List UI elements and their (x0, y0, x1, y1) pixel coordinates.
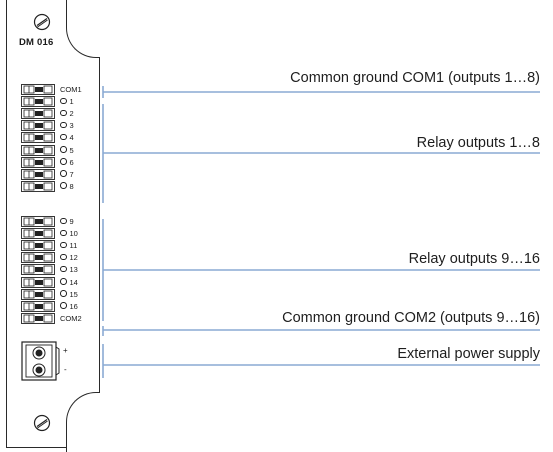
group-b-terminal-row: 16 (14, 300, 100, 312)
terminal-screw-icon (21, 312, 55, 324)
group-b-terminal-row: 12 (14, 252, 100, 264)
terminal-screw-icon (21, 228, 55, 240)
group-a-terminal-row: 4 (14, 132, 100, 144)
callout-com1: Common ground COM1 (outputs 1…8) (290, 70, 540, 86)
terminal-screw-icon (21, 108, 55, 120)
callout-relay-outputs-1-8: Relay outputs 1…8 (416, 135, 540, 151)
power-connector (21, 341, 60, 381)
group-b-terminal-row: COM2 (14, 312, 100, 324)
pin-label-15: 15 (60, 289, 78, 300)
terminal-screw-icon (21, 180, 55, 192)
group-a-terminal-row: 3 (14, 120, 100, 132)
pin-label-16: 16 (60, 301, 78, 312)
group-a-terminal-row: 8 (14, 180, 100, 192)
group-a-terminal-row: 6 (14, 156, 100, 168)
pin-label-com2: COM2 (60, 313, 82, 323)
group-b-terminal-row: 9 (14, 216, 100, 227)
bottom-screw-icon (33, 414, 51, 432)
terminal-screw-icon (21, 264, 55, 276)
callout-relay-outputs-9-16: Relay outputs 9…16 (408, 251, 540, 267)
pin-label-7: 7 (60, 169, 74, 180)
pin-label-9: 9 (60, 216, 74, 227)
pin-label-3: 3 (60, 120, 74, 131)
terminal-screw-icon (21, 252, 55, 264)
terminal-screw-icon (21, 144, 55, 156)
pin-label-10: 10 (60, 228, 78, 239)
callout-lines (102, 86, 540, 378)
group-a-terminal-row: 2 (14, 108, 100, 120)
terminal-screw-icon (21, 84, 55, 95)
pin-label-14: 14 (60, 277, 78, 288)
pin-label-com1: COM1 (60, 85, 82, 94)
group-b-terminal-row: 10 (14, 228, 100, 240)
terminal-screw-icon (21, 156, 55, 168)
terminal-screw-icon (21, 120, 55, 132)
pin-label-1: 1 (60, 96, 74, 107)
group-a-terminal-row: COM1 (14, 84, 100, 95)
group-a-terminal-row: 1 (14, 96, 100, 108)
pin-label-6: 6 (60, 157, 74, 168)
power-plus-label: + (63, 346, 68, 355)
terminal-screw-icon (21, 300, 55, 312)
group-b-terminal-row: 13 (14, 264, 100, 276)
terminal-screw-icon (21, 288, 55, 300)
pin-label-12: 12 (60, 252, 78, 263)
group-b-terminal-row: 11 (14, 240, 100, 252)
power-minus-label: - (64, 365, 67, 374)
terminal-screw-icon (21, 216, 55, 227)
group-b-terminal-row: 15 (14, 288, 100, 300)
group-a-terminal-row: 5 (14, 144, 100, 156)
group-a-terminal-row: 7 (14, 168, 100, 180)
module-name: DM 016 (19, 37, 54, 48)
terminal-screw-icon (21, 132, 55, 144)
pin-label-4: 4 (60, 132, 74, 143)
pin-label-5: 5 (60, 145, 74, 156)
terminal-screw-icon (21, 96, 55, 108)
top-screw-icon (33, 13, 51, 31)
pin-label-8: 8 (60, 181, 74, 192)
pin-label-2: 2 (60, 108, 74, 119)
pin-label-11: 11 (60, 240, 78, 251)
group-b-terminal-row: 14 (14, 276, 100, 288)
callout-external-power: External power supply (397, 346, 540, 362)
terminal-screw-icon (21, 276, 55, 288)
terminal-screw-icon (21, 240, 55, 252)
terminal-screw-icon (21, 168, 55, 180)
pin-label-13: 13 (60, 264, 78, 275)
callout-com2: Common ground COM2 (outputs 9…16) (282, 310, 540, 326)
